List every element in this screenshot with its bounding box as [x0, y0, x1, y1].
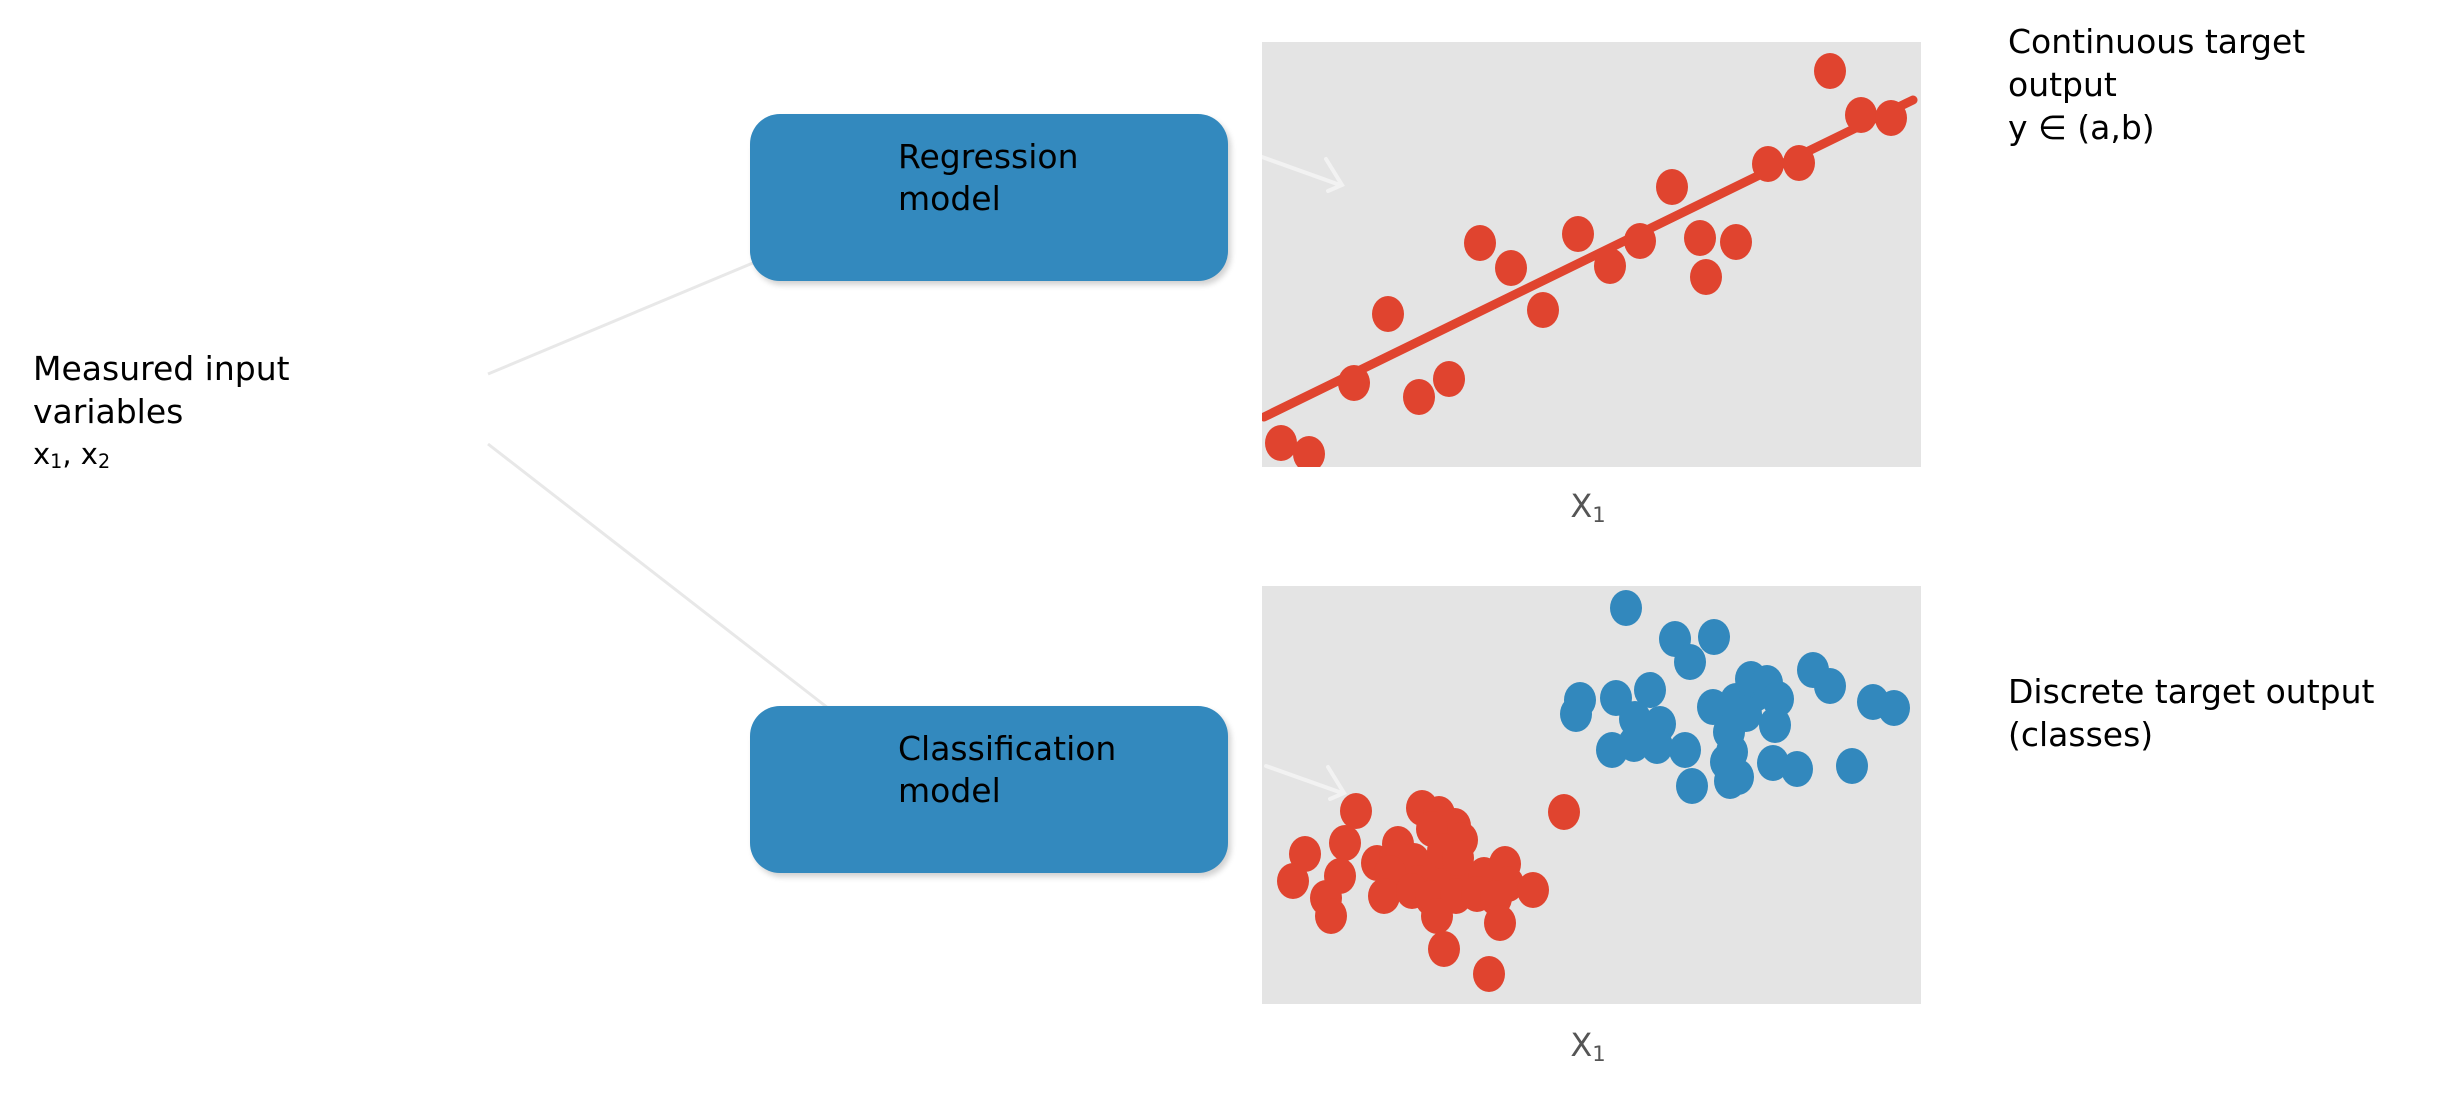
classification-scatter-chart: [1264, 590, 1910, 992]
measured-input-block: Measured input variables x1, x2: [33, 348, 453, 473]
variable-x1-base: x: [33, 436, 51, 471]
data-point: [1836, 748, 1868, 784]
data-point: [1560, 696, 1592, 732]
data-point: [1596, 732, 1628, 768]
axis-subscript: 1: [1592, 501, 1606, 527]
classification-model-label: Classification model: [898, 729, 1117, 811]
classification-class-b-points: [1560, 590, 1910, 804]
regression-plot-panel: [1262, 42, 1921, 467]
data-point: [1690, 259, 1722, 295]
data-point: [1442, 840, 1474, 876]
variable-separator: ,: [62, 436, 81, 471]
data-point: [1610, 590, 1642, 626]
regression-data-points: [1265, 53, 1907, 467]
data-point: [1527, 292, 1559, 328]
data-point: [1338, 365, 1370, 401]
data-point: [1293, 436, 1325, 467]
connector-line-regression: [487, 258, 761, 376]
discrete-output-label: Discrete target output (classes): [2008, 672, 2375, 755]
variable-x1-subscript: 1: [50, 449, 63, 473]
data-point: [1562, 216, 1594, 252]
data-point: [1845, 97, 1877, 133]
data-point: [1265, 425, 1297, 461]
data-point: [1421, 898, 1453, 934]
data-point: [1484, 905, 1516, 941]
regression-model-label: Regression model: [898, 137, 1079, 219]
data-point: [1878, 690, 1910, 726]
data-point: [1340, 793, 1372, 829]
data-point: [1428, 931, 1460, 967]
data-point: [1277, 863, 1309, 899]
regression-incoming-arrow-icon: [1262, 155, 1345, 193]
data-point: [1720, 224, 1752, 260]
regression-model-box[interactable]: Regression model: [750, 114, 1228, 281]
data-point: [1781, 751, 1813, 787]
data-point: [1634, 672, 1666, 708]
data-point: [1757, 745, 1789, 781]
data-point: [1464, 225, 1496, 261]
data-point: [1517, 872, 1549, 908]
data-point: [1875, 100, 1907, 136]
classification-class-a-points: [1277, 790, 1580, 992]
data-point: [1676, 768, 1708, 804]
data-point: [1548, 794, 1580, 830]
data-point: [1684, 220, 1716, 256]
regression-scatter-chart: [1262, 53, 1918, 467]
classification-incoming-arrow-icon: [1264, 764, 1347, 801]
data-point: [1624, 223, 1656, 259]
data-point: [1674, 644, 1706, 680]
data-point: [1315, 898, 1347, 934]
data-point: [1752, 146, 1784, 182]
classification-x-axis-label: X1: [1528, 1026, 1648, 1066]
axis-subscript: 1: [1592, 1040, 1606, 1066]
axis-base: X: [1570, 1026, 1593, 1064]
data-point: [1698, 619, 1730, 655]
classification-model-box[interactable]: Classification model: [750, 706, 1228, 873]
axis-base: X: [1570, 487, 1593, 525]
continuous-output-label: Continuous target output y ∈ (a,b): [2008, 22, 2306, 148]
data-point: [1656, 169, 1688, 205]
variable-x2-subscript: 2: [97, 449, 111, 473]
data-point: [1372, 296, 1404, 332]
data-point: [1594, 248, 1626, 284]
data-point: [1433, 361, 1465, 397]
data-point: [1669, 732, 1701, 768]
regression-x-axis-label: X1: [1528, 487, 1648, 527]
data-point: [1289, 836, 1321, 872]
data-point: [1814, 668, 1846, 704]
data-point: [1329, 825, 1361, 861]
data-point: [1368, 878, 1400, 914]
variable-x2-base: x: [80, 436, 98, 471]
data-point: [1710, 744, 1742, 780]
measured-input-variables: x1, x2: [33, 436, 453, 474]
data-point: [1783, 145, 1815, 181]
connector-line-classification: [487, 442, 829, 710]
data-point: [1495, 250, 1527, 286]
data-point: [1403, 379, 1435, 415]
data-point: [1814, 53, 1846, 89]
data-point: [1473, 956, 1505, 992]
measured-input-title: Measured input variables: [33, 349, 290, 431]
data-point: [1759, 707, 1791, 743]
data-point: [1641, 728, 1673, 764]
classification-plot-panel: [1262, 586, 1921, 1004]
